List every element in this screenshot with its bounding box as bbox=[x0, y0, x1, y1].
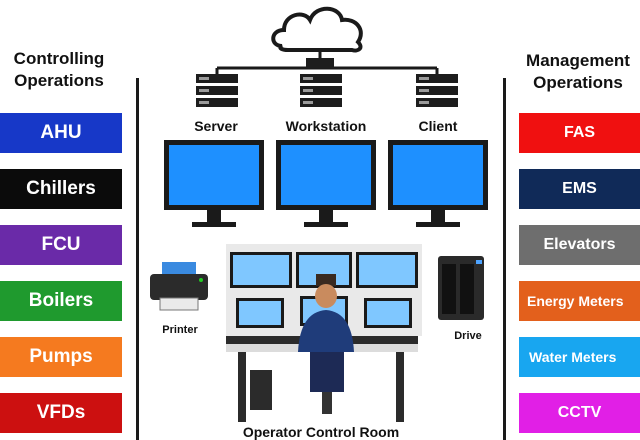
chillers-label: Chillers bbox=[26, 178, 96, 199]
elevators-label: Elevators bbox=[543, 236, 616, 253]
fcu-label: FCU bbox=[41, 234, 81, 255]
client-label: Client bbox=[418, 118, 458, 134]
title-line: Operations bbox=[14, 71, 104, 90]
water-meters-button[interactable]: Water Meters bbox=[519, 337, 640, 377]
pumps-label: Pumps bbox=[29, 346, 93, 367]
workstation-server-icon bbox=[300, 58, 342, 107]
ems-label: EMS bbox=[562, 180, 597, 197]
ahu-button[interactable]: AHU bbox=[0, 113, 122, 153]
energy-meters-label: Energy Meters bbox=[527, 293, 624, 309]
fas-button[interactable]: FAS bbox=[519, 113, 640, 153]
title-line: Controlling bbox=[13, 49, 105, 68]
chillers-button[interactable]: Chillers bbox=[0, 169, 122, 209]
printer-icon bbox=[150, 262, 208, 311]
vfds-label: VFDs bbox=[36, 402, 86, 423]
drive-label: Drive bbox=[454, 330, 482, 342]
server-label: Server bbox=[194, 118, 238, 134]
workstation-monitor-icon bbox=[276, 140, 376, 227]
cctv-button[interactable]: CCTV bbox=[519, 393, 640, 433]
ahu-label: AHU bbox=[40, 122, 82, 143]
left-divider bbox=[136, 78, 139, 440]
server-icon bbox=[196, 74, 238, 107]
controlling-operations-title: Controlling Operations bbox=[0, 48, 118, 92]
boilers-label: Boilers bbox=[28, 290, 94, 311]
energy-meters-button[interactable]: Energy Meters bbox=[519, 281, 640, 321]
pumps-button[interactable]: Pumps bbox=[0, 337, 122, 377]
client-monitor-icon bbox=[388, 140, 488, 227]
fcu-button[interactable]: FCU bbox=[0, 225, 122, 265]
ems-button[interactable]: EMS bbox=[519, 169, 640, 209]
water-meters-label: Water Meters bbox=[529, 349, 617, 365]
title-line: Operations bbox=[533, 73, 623, 92]
client-server-icon bbox=[416, 74, 458, 107]
boilers-button[interactable]: Boilers bbox=[0, 281, 122, 321]
title-line: Management bbox=[526, 51, 630, 70]
fas-label: FAS bbox=[563, 124, 596, 141]
management-operations-title: Management Operations bbox=[516, 50, 640, 94]
vfds-button[interactable]: VFDs bbox=[0, 393, 122, 433]
drive-icon bbox=[438, 256, 484, 320]
server-monitor-icon bbox=[164, 140, 264, 227]
right-divider bbox=[503, 78, 506, 440]
printer-label: Printer bbox=[162, 324, 198, 336]
workstation-label: Workstation bbox=[285, 118, 367, 134]
control-room-illustration bbox=[226, 244, 422, 422]
control-room-label: Operator Control Room bbox=[242, 424, 400, 440]
elevators-button[interactable]: Elevators bbox=[519, 225, 640, 265]
cloud-icon bbox=[271, 6, 363, 53]
cctv-label: CCTV bbox=[557, 404, 602, 421]
